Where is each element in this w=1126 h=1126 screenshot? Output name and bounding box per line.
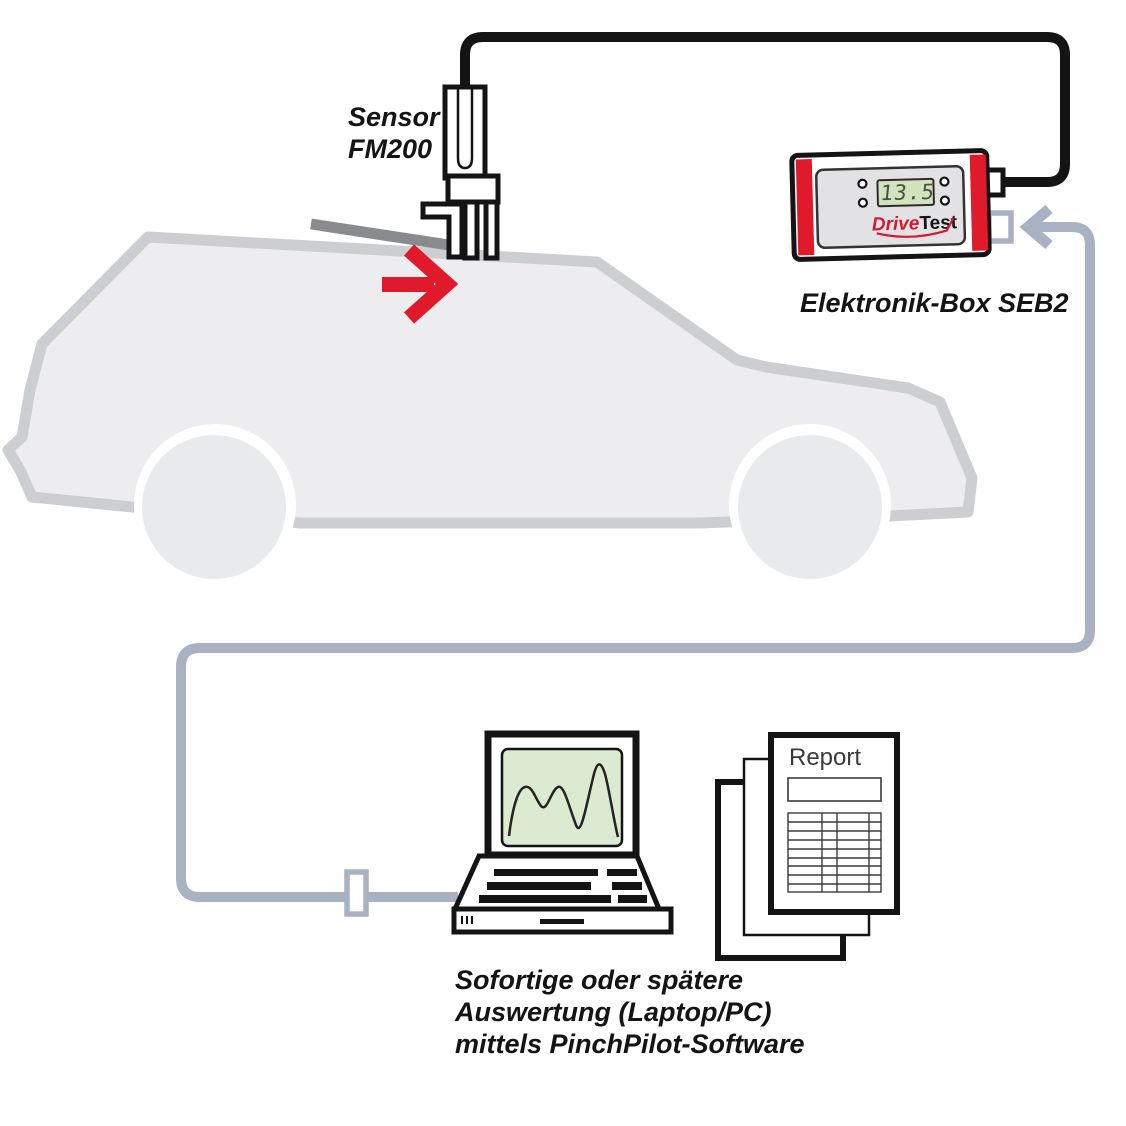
laptop-base-vents (461, 916, 473, 924)
caption-line2: Auswertung (Laptop/PC) (454, 997, 771, 1027)
box-stripe-right (969, 154, 989, 251)
sensor-slot (456, 89, 474, 170)
sensor-label-line2: FM200 (348, 134, 432, 164)
evaluation-caption: Sofortige oder spätere Auswertung (Lapto… (454, 965, 805, 1059)
laptop-touch-bar (540, 919, 584, 924)
data-cable-inline-connector (344, 869, 369, 917)
data-cable-plug-box (986, 210, 1014, 244)
sensor-prong-left (462, 193, 480, 261)
laptop-screen (500, 747, 624, 848)
box-button (857, 197, 869, 208)
data-cable-path (176, 222, 1095, 902)
data-cable-arrow-icon (1019, 204, 1053, 250)
wheel-left (142, 435, 286, 579)
box-stripe-left (795, 159, 815, 256)
sensor-label-line1: Sensor (348, 102, 441, 132)
caption-line1: Sofortige oder spätere (455, 965, 743, 995)
electronics-box-label: Elektronik-Box SEB2 (800, 288, 1069, 318)
electronics-box: 13.5 DriveTest (789, 148, 992, 262)
laptop (451, 730, 674, 935)
box-button (939, 195, 951, 206)
report-title: Report (789, 744, 861, 771)
closing-direction-arrow (382, 244, 459, 324)
box-button (857, 178, 868, 189)
sensor-body (442, 84, 488, 181)
drivetest-logo-swoosh (876, 217, 955, 238)
report-header-box (787, 777, 882, 802)
car-silhouette (2, 231, 978, 586)
sensor-fm200 (420, 84, 501, 261)
report-table (787, 812, 882, 893)
report-page-front (768, 732, 900, 915)
sensor-cable-path (460, 32, 1070, 187)
box-lcd-display (876, 177, 935, 208)
report-stack: Report (715, 732, 900, 961)
wheel-right (738, 435, 882, 579)
laptop-waveform (507, 763, 620, 838)
sensor-label: Sensor FM200 (348, 102, 441, 164)
sensor-block (445, 173, 501, 205)
lcd-value: 13.5 (879, 179, 936, 205)
drivetest-logo-drive: Drive (872, 213, 920, 235)
arrow-shaft (382, 277, 434, 292)
sensor-prong-right (483, 193, 500, 261)
box-button (939, 176, 950, 187)
data-cable (176, 204, 1095, 917)
caption-line3: mittels PinchPilot-Software (455, 1029, 805, 1059)
arrow-head (403, 244, 459, 324)
closing-edge-bar (310, 218, 450, 251)
laptop-key-rows (479, 869, 647, 903)
drivetest-logo-test: Test (919, 212, 958, 234)
